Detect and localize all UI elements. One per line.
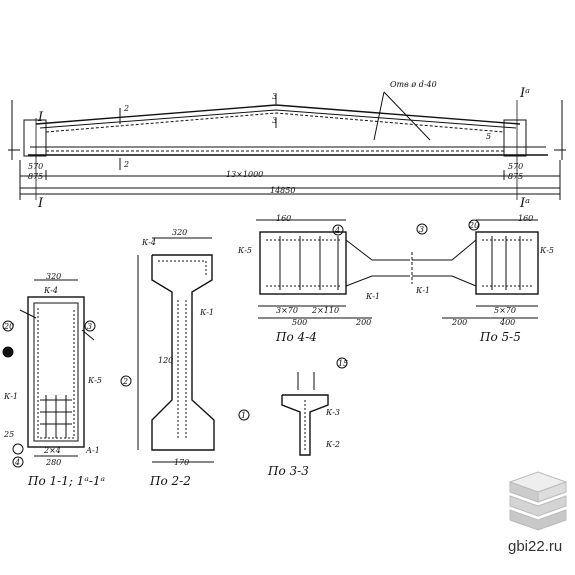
section-mark-3: 3 <box>272 92 278 101</box>
right-dim-b: 875 <box>508 172 524 181</box>
s44-d500: 500 <box>292 318 308 327</box>
s22-width: 320 <box>172 228 188 237</box>
s11-k5: К-5 <box>88 376 102 385</box>
s22-k1: К-1 <box>200 308 214 317</box>
s11-callout-4: 4 <box>15 458 21 467</box>
s11-bottom-width: 280 <box>46 458 62 467</box>
section-mark-I: I <box>38 110 44 125</box>
beam-elevation <box>8 91 566 200</box>
s22-callout-1: 1 <box>241 411 247 420</box>
s11-callout-20: 20 <box>4 322 15 331</box>
s44-mid: 3×70 <box>276 306 298 315</box>
s11-bars: 2×4 <box>44 446 61 455</box>
s44-d160: 160 <box>276 214 292 223</box>
section-1-1-drawing <box>19 279 95 457</box>
section-4-4-drawing <box>256 219 410 319</box>
section-3-3-title: По 3-3 <box>268 464 309 478</box>
section-mark-2: 2 <box>124 104 130 113</box>
section-2-2-title: По 2-2 <box>150 474 191 488</box>
s55-d200: 200 <box>452 318 468 327</box>
section-2-2-drawing <box>137 237 215 463</box>
section-mark-Ia: Iᵃ <box>520 86 531 101</box>
s44-d200: 200 <box>356 318 372 327</box>
s11-k1: К-1 <box>4 392 18 401</box>
callout-circles <box>2 219 480 468</box>
section-mark-5: 5 <box>486 132 492 141</box>
span-total-dim: 14850 <box>270 186 296 195</box>
s22-callout-2: 2 <box>123 377 129 386</box>
s55-k5: К-5 <box>540 246 554 255</box>
s55-d160: 160 <box>518 214 534 223</box>
s55-mid: 5×70 <box>494 306 516 315</box>
s22-k4: К-4 <box>142 238 156 247</box>
section-mark-2-bottom: 2 <box>124 160 130 169</box>
section-mark-3-bottom: 3 <box>272 116 278 125</box>
s55-callout-20: 20 <box>469 221 480 230</box>
s44-k1: К-1 <box>366 292 380 301</box>
s44-k5: К-5 <box>238 246 252 255</box>
section-5-5-drawing <box>411 219 539 319</box>
s33-callout-15: 15 <box>338 359 349 368</box>
section-3-3-drawing <box>281 372 329 456</box>
section-mark-I-bottom: I <box>38 196 44 211</box>
left-dim-a: 570 <box>28 162 44 171</box>
s11-k4: К-4 <box>44 286 58 295</box>
section-5-5-title: По 5-5 <box>480 330 521 344</box>
right-dim-a: 570 <box>508 162 524 171</box>
s22-d120: 120 <box>158 356 174 365</box>
watermark-text: gbi22.ru <box>508 538 563 555</box>
s11-a1: А-1 <box>86 446 100 455</box>
s22-bottom: 170 <box>174 458 190 467</box>
section-mark-Ia-bottom: Iᵃ <box>520 196 531 211</box>
s55-k1: К-1 <box>416 286 430 295</box>
s55-callout-3: 3 <box>419 225 425 234</box>
s33-k2: К-2 <box>326 440 340 449</box>
s11-width: 320 <box>46 272 62 281</box>
s44-mid2: 2×110 <box>312 306 340 315</box>
s33-k3: К-3 <box>326 408 340 417</box>
s11-d25: 25 <box>4 430 15 439</box>
span-inner-dim: 13×1000 <box>226 170 264 179</box>
s11-callout-3: 3 <box>87 322 93 331</box>
hole-note: Отв ø d-40 <box>390 80 437 89</box>
s44-callout-4: 4 <box>335 226 341 235</box>
section-4-4-title: По 4-4 <box>276 330 317 344</box>
section-1-1-title: По 1-1; 1ᵃ-1ᵃ <box>28 474 106 488</box>
left-dim-b: 875 <box>28 172 44 181</box>
s55-d400: 400 <box>500 318 516 327</box>
